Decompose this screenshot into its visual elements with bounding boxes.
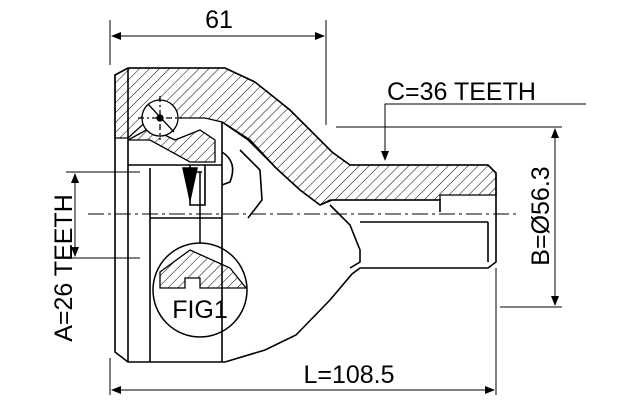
length-label: L=108.5	[303, 361, 394, 389]
ball-element	[138, 96, 182, 140]
b-diameter-label: B=Ø56.3	[527, 166, 555, 265]
dim-61-label: 61	[205, 6, 233, 34]
a-teeth-label: A=26 TEETH	[50, 194, 78, 342]
fig1-label: FIG1	[172, 296, 228, 324]
c-teeth-leader	[381, 103, 586, 161]
c-teeth-label: C=36 TEETH	[387, 78, 536, 106]
extension-lines	[66, 20, 562, 395]
fig1-detail	[152, 167, 248, 338]
joint-outline	[114, 67, 497, 363]
dimension-lines	[71, 32, 586, 394]
